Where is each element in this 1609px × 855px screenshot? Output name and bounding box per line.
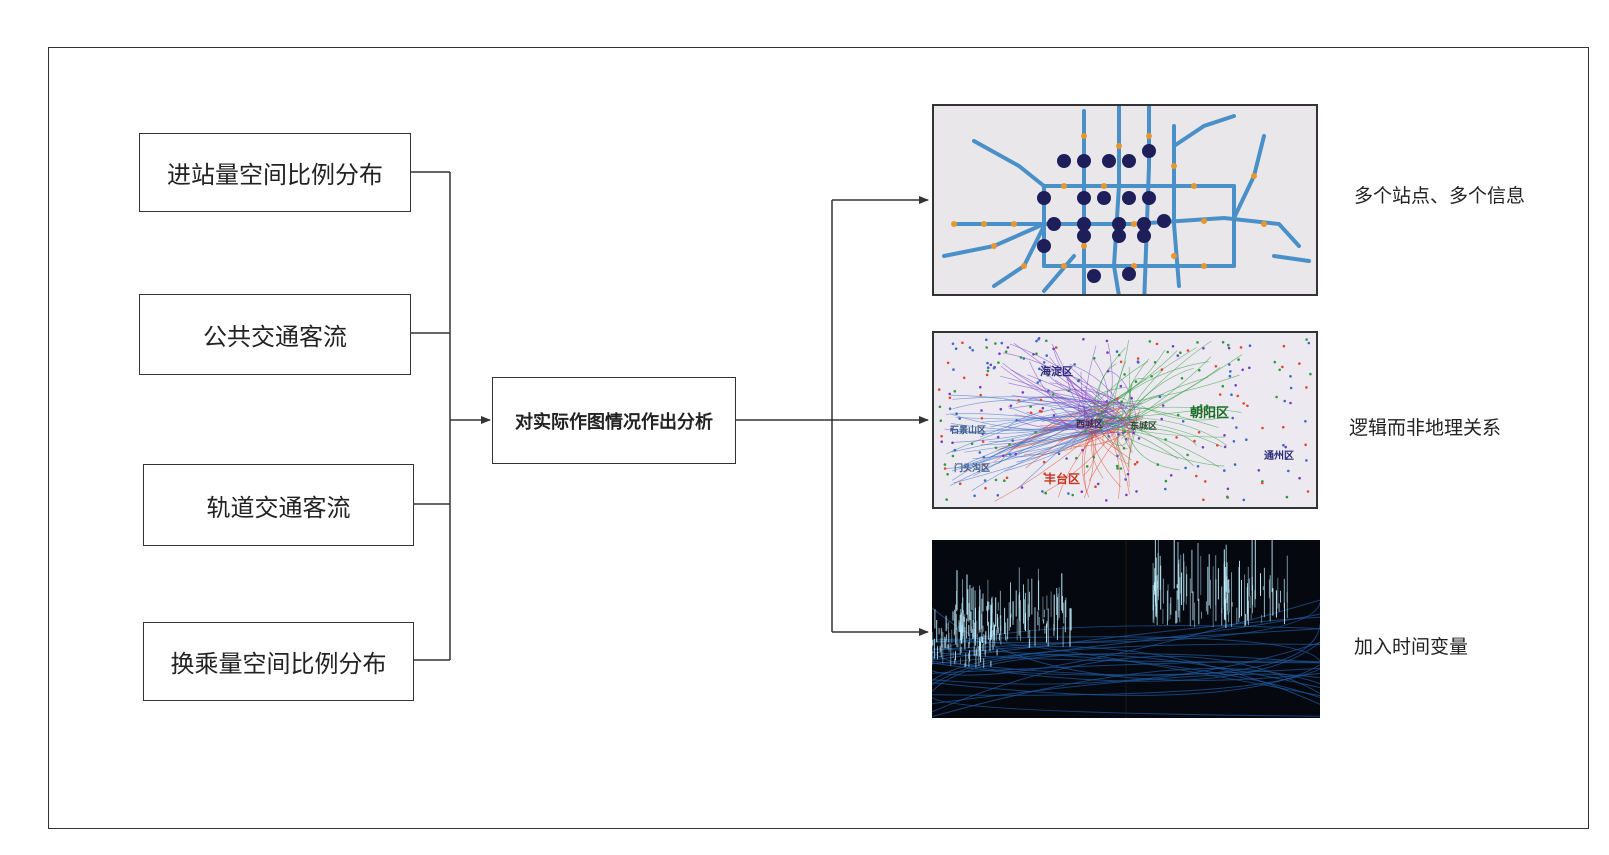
map-label-shijingshan: 石景山区 — [949, 424, 986, 436]
input-box-label: 换乘量空间比例分布 — [170, 650, 387, 678]
map-label-chaoyang: 朝阳区 — [1190, 405, 1229, 421]
map-label-fengtai: 丰台区 — [1044, 471, 1080, 486]
map-label-haidian: 海淀区 — [1040, 364, 1073, 378]
metro-map-graphic — [942, 106, 1311, 294]
map-label-mentougou: 门头沟区 — [954, 462, 990, 474]
night-3d-image — [932, 540, 1320, 718]
input-box-label: 轨道交通客流 — [206, 493, 351, 522]
input-box-rail-transit: 轨道交通客流 — [143, 464, 414, 546]
map-label-xicheng: 西城区 — [1076, 418, 1103, 430]
input-box-public-transit: 公共交通客流 — [139, 294, 411, 375]
analysis-box: 对实际作图情况作出分析 — [492, 377, 736, 464]
diagram-frame — [48, 47, 1589, 829]
map-label-dongcheng: 东城区 — [1130, 420, 1157, 432]
output-caption-1: 多个站点、多个信息 — [1354, 185, 1526, 207]
input-box-transfer-ratio: 换乘量空间比例分布 — [143, 622, 414, 701]
input-box-label: 进站量空间比例分布 — [167, 161, 383, 189]
night-3d-graphic — [932, 540, 1320, 718]
analysis-box-label: 对实际作图情况作出分析 — [515, 411, 713, 433]
input-box-label: 公共交通客流 — [203, 323, 347, 351]
map-label-tongzhou: 通州区 — [1264, 450, 1294, 462]
output-caption-3: 加入时间变量 — [1354, 636, 1469, 658]
output-caption-2: 逻辑而非地理关系 — [1349, 417, 1502, 439]
network-map-image: 海淀区 朝阳区 石景山区 西城区 东城区 门头沟区 丰台区 通州区 — [932, 331, 1318, 509]
network-map-graphic: 海淀区 朝阳区 石景山区 西城区 东城区 门头沟区 丰台区 通州区 — [937, 337, 1312, 502]
input-box-entry-ratio: 进站量空间比例分布 — [139, 133, 411, 212]
metro-map-image — [932, 104, 1318, 296]
